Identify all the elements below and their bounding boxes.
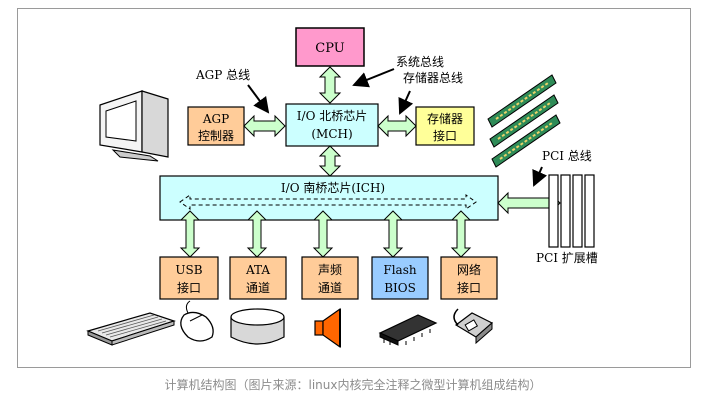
- usb-interface-line2: 接口: [177, 280, 201, 295]
- memory-bus-label: 存储器总线: [403, 70, 463, 85]
- northbridge-line2: (MCH): [311, 127, 352, 141]
- monitor-icon: [99, 90, 169, 162]
- bios-chip-icon: [378, 314, 438, 346]
- ata-channel-line1: ATA: [245, 263, 270, 277]
- northbridge-line1: I/O 北桥芯片: [297, 109, 367, 123]
- agp-controller-line2: 控制器: [198, 129, 234, 143]
- audio-channel-line2: 通道: [318, 281, 342, 295]
- cpu-label: CPU: [315, 41, 344, 56]
- pci-slot-icon: [548, 174, 595, 248]
- hard-disk-icon: [230, 308, 285, 345]
- usb-interface-line1: USB: [175, 263, 202, 277]
- ata-channel-box: [229, 256, 287, 300]
- southbridge-pci-arrow: [497, 191, 561, 215]
- speaker-icon: [314, 307, 341, 349]
- memory-interface-line1: 存储器: [427, 111, 463, 126]
- memory-interface-line2: 接口: [433, 128, 457, 143]
- northbridge-memory-arrow: [377, 114, 417, 138]
- pci-slots-label: PCI 扩展槽: [536, 251, 598, 265]
- diagram-frame: CPU 系统总线 AGP 总线 AGP 控制器 I/O 北桥芯片 (MCH) 存…: [17, 8, 691, 368]
- figure-caption: 计算机结构图（图片来源：linux内核完全注释之微型计算机组成结构）: [164, 378, 542, 392]
- network-interface-box: [440, 256, 498, 300]
- flash-bios-line1: Flash: [383, 263, 416, 277]
- agp-controller-box: [187, 106, 245, 146]
- usb-interface-box: [159, 256, 219, 300]
- network-interface-line2: 接口: [457, 280, 481, 295]
- flash-bios-line2: BIOS: [384, 281, 416, 295]
- ata-channel-line2: 通道: [246, 281, 270, 295]
- agp-northbridge-arrow: [243, 114, 286, 138]
- agp-bus-pointer: [247, 84, 270, 114]
- pci-bus-label: PCI 总线: [542, 149, 592, 163]
- cpu-box: [295, 27, 365, 67]
- mouse-icon: [180, 300, 214, 342]
- southbridge-internal-bus: [179, 194, 477, 210]
- agp-bus-label: AGP 总线: [195, 68, 250, 82]
- flash-bios-box: [371, 256, 429, 300]
- cpu-northbridge-arrow: [318, 66, 342, 104]
- memory-bus-pointer: [398, 90, 414, 115]
- memory-module-icon: [487, 74, 561, 168]
- system-bus-pointer: [352, 68, 395, 88]
- memory-interface-box: [415, 106, 475, 146]
- agp-controller-line1: AGP: [202, 112, 229, 126]
- audio-channel-box: [301, 256, 359, 300]
- northbridge-southbridge-arrow: [318, 145, 342, 177]
- northbridge-box: [285, 103, 379, 147]
- network-interface-line1: 网络: [457, 262, 481, 277]
- southbridge-label: I/O 南桥芯片(ICH): [281, 180, 385, 195]
- system-bus-label: 系统总线: [396, 55, 444, 69]
- network-connector-icon: [453, 308, 494, 345]
- audio-channel-line1: 声频: [318, 263, 342, 277]
- keyboard-icon: [86, 312, 176, 346]
- computer-architecture-diagram: CPU 系统总线 AGP 总线 AGP 控制器 I/O 北桥芯片 (MCH) 存…: [86, 27, 598, 349]
- pci-bus-pointer: [532, 166, 547, 187]
